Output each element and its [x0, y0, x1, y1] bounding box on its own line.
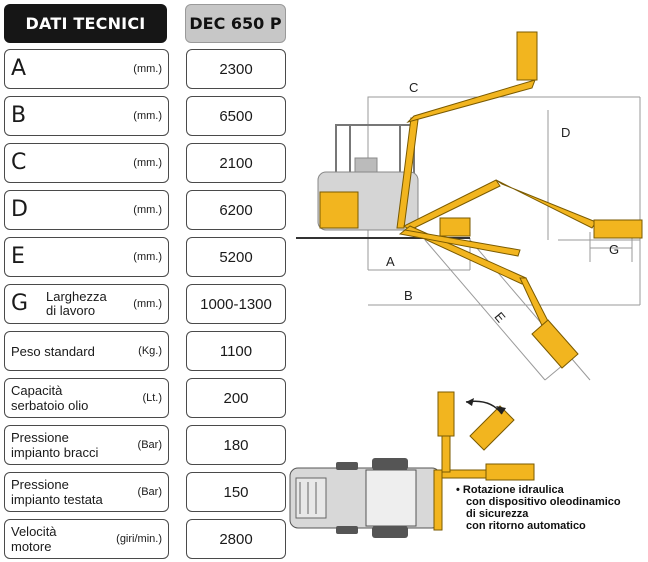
spec-value-g: 1000-1300 — [186, 284, 286, 324]
spec-unit: (mm.) — [133, 63, 162, 75]
note-line: con dispositivo oleodinamico — [466, 496, 621, 508]
note-line: con ritorno automatico — [466, 520, 586, 532]
spec-unit: (mm.) — [133, 298, 162, 310]
spec-label-e: E (mm.) — [4, 237, 169, 277]
dim-label-g: G — [609, 242, 619, 257]
model-header: DEC 650 P — [185, 4, 286, 43]
rotation-heads-top — [433, 391, 535, 531]
flail-head-low — [439, 217, 471, 237]
spec-unit: (Bar) — [137, 439, 162, 451]
boom-arms — [396, 79, 597, 331]
flail-heads — [439, 31, 643, 369]
spec-label-peso: Peso standard (Kg.) — [4, 331, 169, 371]
flail-head-bottom — [531, 319, 579, 369]
note-line: di sicurezza — [466, 508, 529, 520]
spec-value-pressione-testata: 150 — [186, 472, 286, 512]
spec-unit: (Kg.) — [138, 345, 162, 357]
spec-name-1: Pressione — [11, 477, 69, 492]
flail-head-right — [593, 219, 643, 239]
spec-name-1: Velocità — [11, 524, 57, 539]
dim-label-e: E — [491, 309, 508, 326]
spec-name-2: di lavoro — [46, 303, 96, 318]
flail-head-rotated — [469, 405, 515, 451]
spec-letter: G — [11, 291, 29, 316]
title-header: DATI TECNICI — [4, 4, 167, 43]
spec-unit: (mm.) — [133, 251, 162, 263]
spec-value-capacita: 200 — [186, 378, 286, 418]
tractor-top-view — [289, 458, 441, 538]
spec-label-pressione-bracci: Pressione impianto bracci (Bar) — [4, 425, 169, 465]
spec-value-velocita: 2800 — [186, 519, 286, 559]
spec-name-1: Pressione — [11, 430, 69, 445]
spec-name-1: Larghezza — [46, 289, 107, 304]
spec-name-2: motore — [11, 539, 52, 554]
wheel — [336, 462, 358, 470]
spec-value-pressione-bracci: 180 — [186, 425, 286, 465]
note-line: • Rotazione idraulica — [456, 484, 564, 496]
wheel — [336, 526, 358, 534]
flail-head-horizontal — [485, 463, 535, 481]
spec-name-2: impianto bracci — [11, 445, 99, 460]
dim-label-d: D — [561, 125, 570, 140]
spec-value-c: 2100 — [186, 143, 286, 183]
spec-label-b: B (mm.) — [4, 96, 169, 136]
spec-label-pressione-testata: Pressione impianto testata (Bar) — [4, 472, 169, 512]
flail-head-top — [516, 31, 538, 81]
tractor-cab-top — [365, 469, 417, 527]
spec-unit: (mm.) — [133, 204, 162, 216]
spec-label-a: A (mm.) — [4, 49, 169, 89]
spec-unit: (giri/min.) — [116, 533, 162, 545]
spec-letter: B — [11, 103, 27, 128]
dim-label-c: C — [409, 80, 418, 95]
spec-letter: A — [11, 56, 27, 81]
wheel — [372, 458, 408, 470]
tank — [319, 191, 359, 229]
spec-unit: (mm.) — [133, 110, 162, 122]
spec-name-2: serbatoio olio — [11, 398, 89, 413]
spec-letter: E — [11, 244, 25, 269]
flail-head-vertical — [437, 391, 455, 437]
spec-unit: (mm.) — [133, 157, 162, 169]
spec-name-1: Capacità — [11, 383, 63, 398]
spec-label-capacita: Capacità serbatoio olio (Lt.) — [4, 378, 169, 418]
spec-unit: (Lt.) — [142, 392, 162, 404]
spec-value-d: 6200 — [186, 190, 286, 230]
spec-value-a: 2300 — [186, 49, 286, 89]
spec-name: Peso standard — [11, 344, 95, 359]
spec-value-peso: 1100 — [186, 331, 286, 371]
spec-unit: (Bar) — [137, 486, 162, 498]
spec-value-b: 6500 — [186, 96, 286, 136]
spec-label-d: D (mm.) — [4, 190, 169, 230]
spec-letter: C — [11, 150, 27, 175]
spec-value-e: 5200 — [186, 237, 286, 277]
spec-label-velocita: Velocità motore (giri/min.) — [4, 519, 169, 559]
rotation-note: • Rotazione idraulica con dispositivo ol… — [456, 484, 621, 532]
spec-label-g: G Larghezza di lavoro (mm.) — [4, 284, 169, 324]
spec-name-2: impianto testata — [11, 492, 103, 507]
dim-label-a: A — [386, 254, 395, 269]
wheel — [372, 526, 408, 538]
spec-letter: D — [11, 197, 28, 222]
spec-label-c: C (mm.) — [4, 143, 169, 183]
dim-label-b: B — [404, 288, 413, 303]
